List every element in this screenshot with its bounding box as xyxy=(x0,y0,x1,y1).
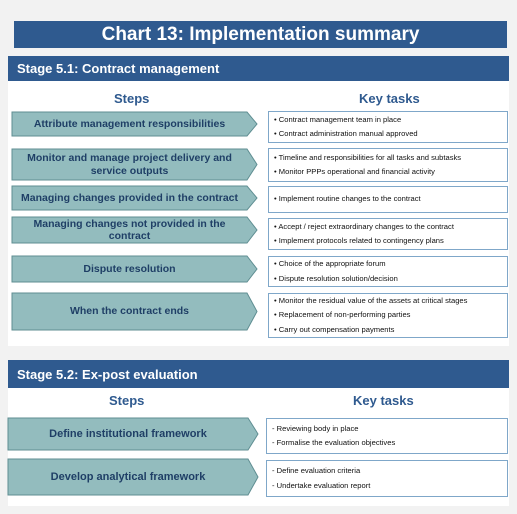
step-arrow-polygon xyxy=(11,185,258,211)
step-arrow-polygon xyxy=(7,417,259,451)
stage-5-2-header: Stage 5.2: Ex-post evaluation xyxy=(8,360,509,388)
step-arrow-shape xyxy=(7,417,259,451)
steps-header: Steps xyxy=(114,91,150,106)
step-label: Dispute resolution xyxy=(83,262,176,275)
step-arrow-shape xyxy=(11,255,258,283)
key-tasks-box: - Reviewing body in place - Formalise the… xyxy=(266,418,508,454)
step-label: Monitor and manage project delivery and … xyxy=(27,152,232,177)
key-task-item: • Contract administration manual approve… xyxy=(274,129,418,138)
key-tasks-box: • Choice of the appropriate forum • Dispu… xyxy=(268,256,508,287)
step-label: Develop analytical framework xyxy=(50,470,206,483)
key-task-item: • Implement protocols related to conting… xyxy=(274,236,444,245)
step-box: Attribute management responsibilities xyxy=(11,111,258,137)
step-box: Dispute resolution xyxy=(11,255,258,283)
step-box: Monitor and manage project delivery and … xyxy=(11,148,258,181)
step-box: When the contract ends xyxy=(11,292,258,331)
key-tasks-box: • Timeline and responsibilities for all … xyxy=(268,148,508,182)
step-arrow-polygon xyxy=(11,216,258,244)
step-label: Managing changes provided in the contrac… xyxy=(20,191,239,204)
steps-header: Steps xyxy=(109,393,145,408)
step-arrow-polygon xyxy=(11,255,258,283)
key-tasks-box: • Contract management team in place • Con… xyxy=(268,111,508,143)
key-tasks-box: • Implement routine changes to the contr… xyxy=(268,186,508,213)
step-arrow-shape xyxy=(7,458,259,496)
key-task-item: • Accept / reject extraordinary changes … xyxy=(274,221,454,231)
key-tasks-box: • Accept / reject extraordinary changes … xyxy=(268,218,508,250)
key-task-item: - Undertake evaluation report xyxy=(272,480,371,490)
key-task-item: • Dispute resolution solution/decision xyxy=(274,273,398,283)
step-box: Develop analytical framework xyxy=(7,458,259,496)
key-task-item: - Reviewing body in place xyxy=(272,423,359,433)
stage-5-1-header: Stage 5.1: Contract management xyxy=(8,56,509,81)
step-arrow-polygon xyxy=(11,292,258,331)
key-task-item: • Timeline and responsibilities for all … xyxy=(274,152,462,162)
chart-title: Chart 13: Implementation summary xyxy=(14,21,507,48)
key-task-item: • Choice of the appropriate forum xyxy=(274,259,386,269)
step-label: Attribute management responsibilities xyxy=(33,117,226,130)
key-tasks-box: - Define evaluation criteria - Undertake … xyxy=(266,460,508,497)
step-label: When the contract ends xyxy=(69,305,189,318)
key-task-item: • Contract management team in place xyxy=(274,114,402,124)
step-arrow-shape xyxy=(11,216,258,244)
step-box: Managing changes provided in the contrac… xyxy=(11,185,258,211)
key-task-item: - Define evaluation criteria xyxy=(272,466,361,476)
key-tasks-header: Key tasks xyxy=(359,91,420,106)
key-tasks-header: Key tasks xyxy=(353,393,414,408)
key-task-item: • Monitor the residual value of the asse… xyxy=(274,295,468,305)
step-arrow-shape xyxy=(11,148,258,181)
step-box: Managing changes not provided in the con… xyxy=(11,216,258,244)
step-arrow-polygon xyxy=(11,111,258,137)
step-arrow-polygon xyxy=(7,458,259,496)
step-box: Define institutional framework xyxy=(7,417,259,451)
step-arrow-shape xyxy=(11,292,258,331)
step-arrow-polygon xyxy=(11,148,258,181)
key-task-item: - Formalise the evaluation objectives xyxy=(272,438,396,447)
key-tasks-box: • Monitor the residual value of the asse… xyxy=(268,293,508,338)
step-arrow-shape xyxy=(11,111,258,137)
key-task-item: • Implement routine changes to the contr… xyxy=(274,194,421,204)
key-task-item: • Monitor PPPs operational and financial… xyxy=(274,167,435,176)
step-arrow-shape xyxy=(11,185,258,211)
key-task-item: • Replacement of non-performing parties xyxy=(274,310,411,320)
step-label: Define institutional framework xyxy=(49,427,207,440)
key-task-item: • Carry out compensation payments xyxy=(274,324,395,334)
step-label: Managing changes not provided in the con… xyxy=(33,217,226,242)
